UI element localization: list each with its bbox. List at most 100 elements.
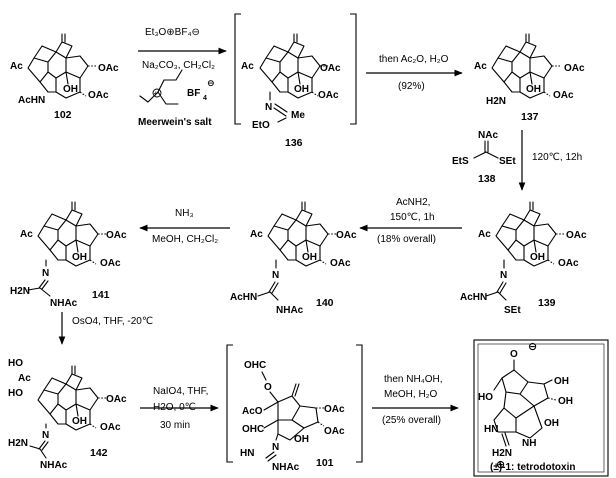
step2-line1: then Ac₂O, H₂O <box>379 54 449 65</box>
c101-number: 101 <box>316 457 334 469</box>
c141-h2n-label: H2N <box>10 286 30 297</box>
meerwein-anion-sub: 4 <box>203 95 207 102</box>
ttx-oh3-label: OH <box>544 418 559 429</box>
compound-139: Ac OAc OH OAc N AcHN SEt 139 <box>460 201 587 316</box>
c136-ac-label: Ac <box>241 61 254 72</box>
c139-ac-label: Ac <box>478 229 491 240</box>
c137-oac2-label: OAc <box>553 90 574 101</box>
c137-h2n-label: H2N <box>486 96 506 107</box>
r138-ets-label: EtS <box>452 156 469 167</box>
c140-ac-label: Ac <box>250 229 263 240</box>
ttx-oh1-label: OH <box>554 376 569 387</box>
compound-140: Ac OAc OH OAc N AcHN NHAc 140 <box>230 201 357 316</box>
step5-line1: NH₃ <box>175 208 194 219</box>
ttx-o-label: O <box>510 349 518 360</box>
ttx-charge-plus: ⊕ <box>496 459 505 471</box>
c142-oac1-label: OAc <box>106 394 127 405</box>
c140-oac1-label: OAc <box>336 230 357 241</box>
c141-nhac-label: NHAc <box>50 298 78 309</box>
ttx-charge-minus: ⊖ <box>528 341 537 353</box>
ttx-nh-label: NH <box>522 438 536 449</box>
c102-ac-label: Ac <box>10 61 23 72</box>
c139-oh-label: OH <box>530 252 545 263</box>
c136-oac1-label: OAc <box>320 63 341 74</box>
c142-h2n-label: H2N <box>8 438 28 449</box>
ttx-ho-label: HO <box>478 392 493 403</box>
step8-line1: then NH₄OH, <box>384 374 443 385</box>
c137-oac1-label: OAc <box>564 63 585 74</box>
step4-line1: AcNH2, <box>396 197 430 208</box>
c101-oh-label: OH <box>294 434 309 445</box>
meerwein-anion-charge: ⊖ <box>207 78 215 88</box>
ttx-hn-label: HN <box>484 424 498 435</box>
c137-number: 137 <box>521 111 539 123</box>
ttx-oh2-label: OH <box>558 396 573 407</box>
c141-oac1-label: OAc <box>106 230 127 241</box>
step7-line2: H2O, 0℃ <box>153 402 196 413</box>
c141-oac2-label: OAc <box>100 258 121 269</box>
c101-ohc2-label: OHC <box>242 424 264 435</box>
step-1: Et₃O⊕BF₄⊖ Na₂CO₃, CH₂Cl₂ <box>138 27 227 71</box>
c101-oac2-label: OAc <box>324 426 345 437</box>
c102-number: 102 <box>54 109 72 121</box>
c101-ohc1-label: OHC <box>244 360 266 371</box>
c142-ho1-label: HO <box>8 358 23 369</box>
c102-oac2-label: OAc <box>88 90 109 101</box>
c102-achn-label: AcHN <box>18 95 45 106</box>
c101-n-label: N <box>272 442 279 453</box>
c101-o-label: O <box>264 382 272 393</box>
c137-ac-label: Ac <box>474 61 487 72</box>
c141-number: 141 <box>92 289 110 301</box>
c142-number: 142 <box>90 447 108 459</box>
c142-ho2-label: HO <box>8 388 23 399</box>
c141-ac-label: Ac <box>20 229 33 240</box>
reagent-138: NAc EtS SEt 138 <box>452 130 516 185</box>
step-3: 120℃, 12h <box>518 130 582 191</box>
step4-line3: (18% overall) <box>377 234 436 245</box>
compound-136: Ac OAc OH OAc N Me EtO 136 <box>234 13 357 149</box>
c139-number: 139 <box>538 297 556 309</box>
c141-n-label: N <box>42 268 49 279</box>
ttx-name: (±)-1: tetrodotoxin <box>490 462 575 473</box>
c102-oac1-label: OAc <box>98 63 119 74</box>
c137-oh-label: OH <box>526 84 541 95</box>
step1-line2: Na₂CO₃, CH₂Cl₂ <box>142 60 215 71</box>
compound-101: OHC O AcO OHC OAc OH OAc N HN NHAc 101 <box>226 344 363 473</box>
c142-oh-label: OH <box>72 416 87 427</box>
c101-nhac-label: NHAc <box>272 462 300 473</box>
c136-oac2-label: OAc <box>318 90 339 101</box>
c142-nhac-label: NHAc <box>40 460 68 471</box>
c101-hn-label: HN <box>240 448 254 459</box>
c140-achn-label: AcHN <box>230 292 257 303</box>
step8-line2: MeOH, H₂O <box>384 389 438 400</box>
step-6: OsO4, THF, -20℃ <box>58 312 153 345</box>
compound-102: Ac AcHN OH OAc OAc 102 <box>10 33 119 121</box>
step-5: NH₃ MeOH, CH₂Cl₂ <box>139 208 230 245</box>
c136-me-label: Me <box>291 110 305 121</box>
step-7: NaIO4, THF, H2O, 0℃ 30 min <box>140 386 219 431</box>
svg-text:+: + <box>154 89 159 98</box>
meerwein-salt: + BF 4 ⊖ Meerwein's salt <box>138 69 215 128</box>
c142-n-label: N <box>42 430 49 441</box>
ttx-h2n-label: H2N <box>492 448 512 459</box>
step5-line2: MeOH, CH₂Cl₂ <box>152 234 218 245</box>
meerwein-anion: BF <box>187 88 200 99</box>
c142-ac-label: Ac <box>18 373 31 384</box>
meerwein-label: Meerwein's salt <box>138 117 212 128</box>
r138-number: 138 <box>478 173 496 185</box>
c141-oh-label: OH <box>72 252 87 263</box>
c140-oh-label: OH <box>302 252 317 263</box>
step7-line1: NaIO4, THF, <box>153 386 208 397</box>
tetrodotoxin-box: O ⊖ HO OH OH HN NH OH H2N ⊕ (±)-1: tetro… <box>473 339 609 477</box>
step-2: then Ac₂O, H₂O (92%) <box>366 54 463 92</box>
step-4: AcNH2, 150℃, 1h (18% overall) <box>359 197 462 245</box>
step-8: then NH₄OH, MeOH, H₂O (25% overall) <box>372 374 459 426</box>
c101-oac1-label: OAc <box>324 404 345 415</box>
step6-line1: OsO4, THF, -20℃ <box>72 316 153 327</box>
step2-line2: (92%) <box>398 81 425 92</box>
step8-line3: (25% overall) <box>382 415 441 426</box>
c136-number: 136 <box>285 137 303 149</box>
c101-aco-label: AcO <box>242 406 263 417</box>
c140-n-label: N <box>272 270 279 281</box>
